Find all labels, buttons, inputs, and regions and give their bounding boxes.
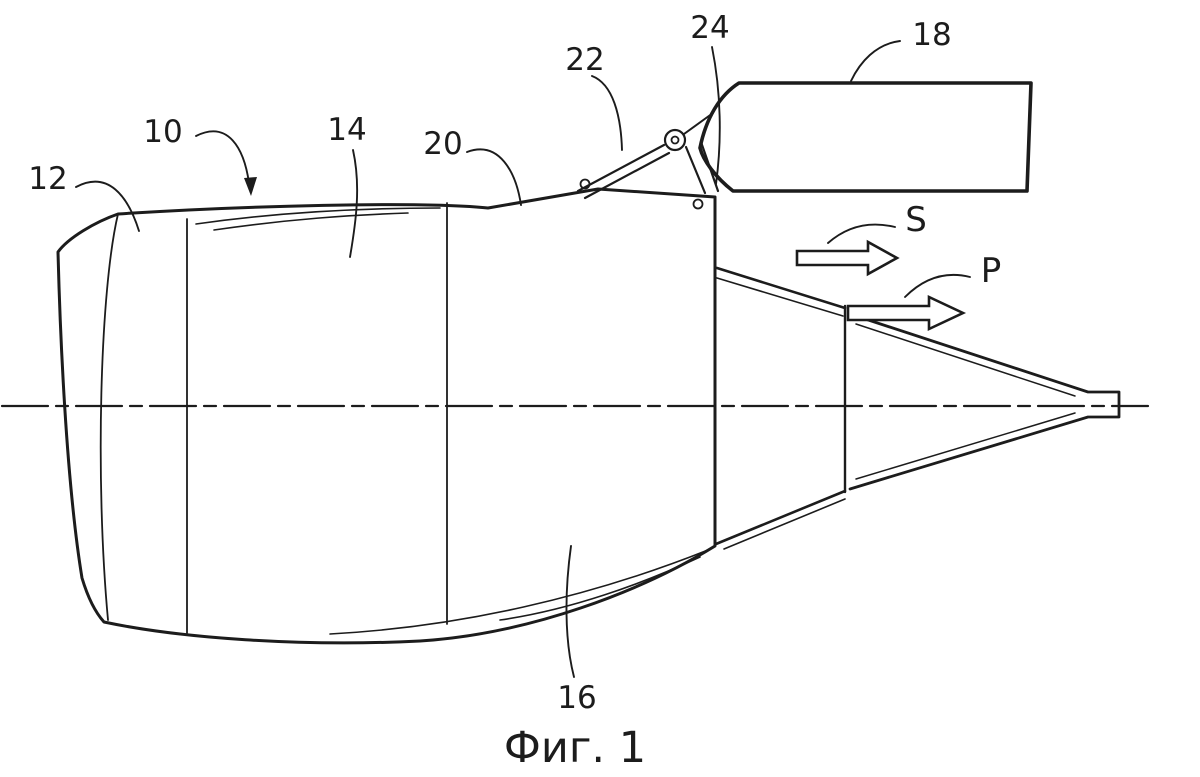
fairing-bolt-circle [579, 178, 591, 190]
figure-labels: 12 10 14 20 22 24 18 16 S P Фиг. 1 [28, 10, 1001, 773]
bottom-arc-1 [329, 549, 709, 635]
label-22: 22 [565, 42, 604, 78]
label-14: 14 [327, 112, 366, 148]
leader-16 [565, 545, 575, 678]
primary-nozzle-upper-outer [715, 266, 847, 310]
leader-s [827, 223, 896, 244]
bottom-arc-2 [499, 556, 701, 621]
exhaust-plug-outline [848, 312, 1121, 491]
mount-bolt-circle [692, 198, 704, 210]
link-joint-pin [670, 135, 680, 145]
pylon-outline [698, 81, 1033, 193]
leader-14 [349, 149, 359, 258]
label-20: 20 [423, 126, 462, 162]
nacelle-outline [56, 187, 717, 645]
inlet-lip-crease [99, 213, 119, 621]
leader-24 [711, 46, 721, 185]
label-16: 16 [557, 680, 596, 716]
mount-bracket-line-2 [699, 140, 720, 193]
leader-10 [195, 130, 250, 184]
leader-22 [591, 75, 623, 151]
mount-bracket-line-3 [683, 112, 714, 135]
flow-arrows [795, 239, 967, 332]
primary-nozzle-lower-outer [714, 489, 847, 546]
label-primary-flow: P [981, 251, 1002, 291]
label-secondary-flow: S [905, 200, 927, 240]
leader-p [904, 273, 971, 298]
leader-18 [850, 40, 901, 82]
leader-12 [75, 180, 140, 232]
label-18: 18 [912, 17, 951, 53]
top-lip-arc-1 [195, 207, 441, 225]
top-lip-arc-2 [213, 212, 409, 231]
exhaust-plug-inner-lower [855, 412, 1076, 480]
link-strut-line-2 [583, 151, 671, 200]
primary-nozzle-upper-inner [716, 277, 844, 317]
label-10: 10 [143, 114, 182, 150]
label-12: 12 [28, 161, 67, 197]
leader-20 [466, 148, 522, 206]
link-strut-line-1 [576, 143, 666, 193]
primary-flow-arrow [846, 294, 967, 332]
exhaust-plug-inner-upper [855, 323, 1076, 397]
mount-bracket-line-1 [684, 145, 707, 195]
link-joint-circle [663, 128, 687, 152]
primary-nozzle-lower-inner [723, 498, 846, 550]
secondary-flow-arrow [795, 239, 900, 277]
leader-10-arrowhead [244, 177, 257, 196]
drawing-linework [0, 40, 1150, 678]
figure-caption: Фиг. 1 [504, 723, 646, 773]
label-24: 24 [690, 10, 729, 46]
